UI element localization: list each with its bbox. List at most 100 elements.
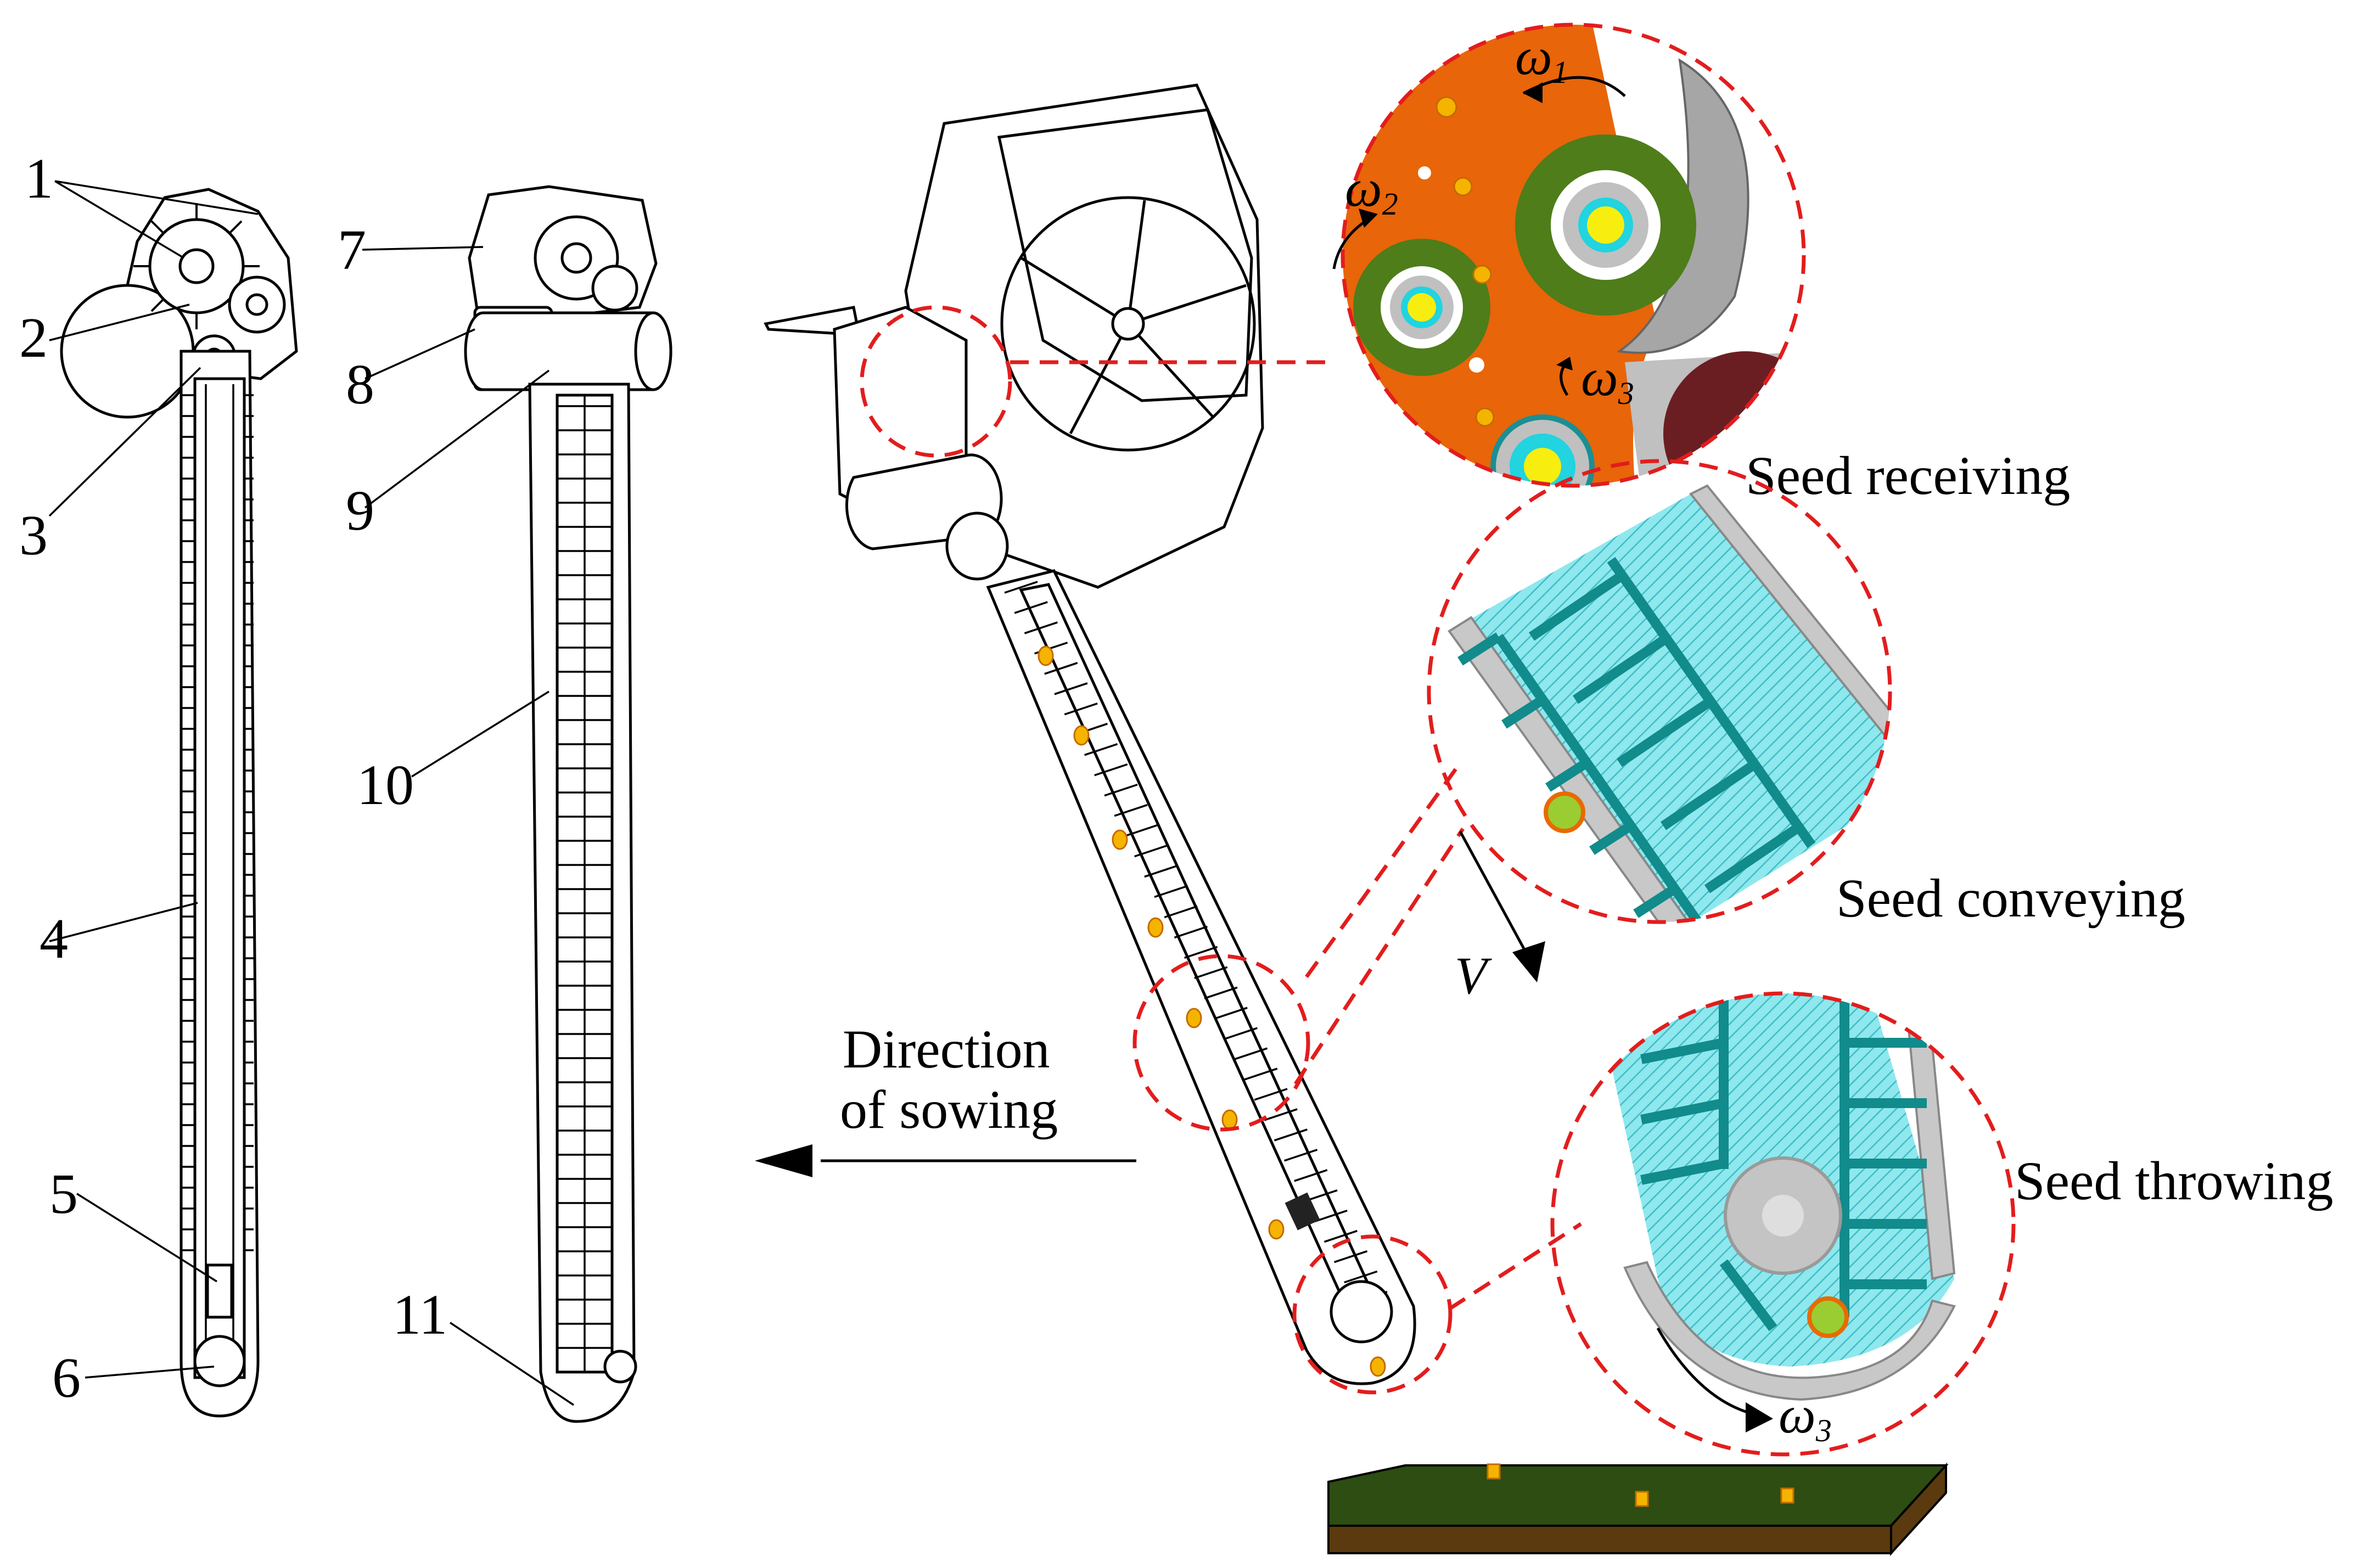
- callout-circle-receiving-small: [860, 305, 1012, 458]
- inset-seed-receiving: [1332, 23, 1806, 488]
- seed-in-belt: [1186, 1008, 1202, 1029]
- belt-rung: [1528, 569, 1628, 641]
- large-gear-hub: [178, 248, 215, 284]
- small-gear: [228, 276, 286, 334]
- belt-rung: [1640, 1038, 1725, 1064]
- throwing-belt-rungs: [1640, 993, 1927, 1331]
- label-11: 11: [392, 1283, 447, 1346]
- v-arrow-shaft: [1459, 830, 1530, 959]
- perspective-seeds: [1038, 645, 1386, 1377]
- soil-seed-2: [1635, 1491, 1649, 1507]
- label-9: 9: [346, 479, 374, 542]
- belt-rung: [1344, 1270, 1378, 1284]
- seed-in-belt: [1147, 917, 1164, 938]
- belt-rung: [1144, 864, 1178, 878]
- seed-box-front: [997, 108, 1253, 402]
- label-7: 7: [338, 218, 366, 282]
- v-label: V: [1455, 946, 1492, 1005]
- belt-rung: [1244, 1067, 1278, 1081]
- belt-rung: [1640, 1159, 1725, 1185]
- belt-rung: [1014, 601, 1048, 614]
- front-small-gear: [591, 265, 638, 312]
- belt-rung: [1104, 783, 1138, 797]
- label-5: 5: [49, 1162, 78, 1226]
- inset-seed-throwing: [1550, 991, 2016, 1457]
- belt-rung: [1640, 1098, 1725, 1125]
- label-8: 8: [346, 353, 374, 416]
- belt-rung: [1545, 758, 1589, 792]
- leader-lines-front: [362, 246, 574, 1406]
- belt-rung: [1633, 885, 1677, 918]
- belt-tensioner: [1285, 1192, 1320, 1230]
- seed-in-belt: [1268, 1219, 1285, 1240]
- belt-rung: [1174, 925, 1208, 938]
- belt-rung: [1719, 1259, 1777, 1331]
- belt-rung: [1134, 844, 1168, 858]
- belt-rung: [1334, 1250, 1368, 1263]
- belt-rung: [1457, 632, 1501, 666]
- perspective-bottom-roller: [1330, 1280, 1393, 1344]
- label-4: 4: [40, 907, 68, 970]
- belt-rung: [1274, 1128, 1308, 1142]
- belt-rung: [1660, 758, 1760, 830]
- throw-w3-arrowhead: [1746, 1402, 1773, 1432]
- belt-rung: [1704, 822, 1804, 893]
- belt-rung: [1572, 632, 1672, 704]
- soil-seed-3: [1780, 1487, 1794, 1504]
- belt-rung: [1254, 1088, 1288, 1101]
- belt-rung: [1154, 885, 1188, 898]
- seed-in-belt: [1112, 829, 1128, 850]
- seed-wheel-rim: [1000, 196, 1256, 452]
- caption-seed-conveying: Seed conveying: [1836, 868, 2185, 929]
- w1-arrowhead: [1523, 82, 1543, 103]
- label-10: 10: [357, 754, 414, 817]
- front-large-gear-hub: [560, 242, 592, 274]
- belt-paddles: [181, 394, 254, 1251]
- front-belt-cells: [557, 395, 612, 1372]
- belt-rung: [1004, 581, 1038, 594]
- perspective-view-assembly: [764, 83, 1416, 1385]
- throwing-circle: [1550, 991, 2016, 1457]
- belt-strip: [193, 377, 246, 1379]
- belt-rung: [1184, 946, 1218, 959]
- belt-rung: [1494, 633, 1706, 922]
- belt-rung: [1294, 1169, 1328, 1182]
- v-arrowhead: [1512, 941, 1545, 982]
- leader-lines-left: [48, 180, 259, 1379]
- belt-rung: [1323, 1230, 1358, 1243]
- belt-rung: [1224, 1027, 1258, 1040]
- front-view-assembly: [464, 185, 672, 1423]
- label-6: 6: [52, 1346, 81, 1409]
- label-1: 1: [25, 147, 53, 210]
- belt-rung: [1264, 1108, 1298, 1121]
- seed-in-belt: [1370, 1356, 1386, 1377]
- belt-rung: [1024, 621, 1058, 634]
- caption-seed-receiving: Seed receiving: [1746, 445, 2070, 506]
- drive-cylinder-end: [634, 311, 672, 391]
- conveying-circle: [1427, 459, 1892, 924]
- belt-rung: [1284, 1149, 1318, 1162]
- seed-in-belt: [1073, 725, 1090, 746]
- label-2: 2: [19, 306, 48, 369]
- inset-seed-conveying: [1427, 459, 1892, 982]
- seed-wheel-spokes: [1020, 200, 1247, 435]
- seed-in-belt: [1038, 645, 1054, 666]
- receiving-circle: [1341, 23, 1806, 488]
- belt-rung: [1084, 743, 1118, 756]
- belt-rung: [1164, 905, 1198, 919]
- direction-arrowhead: [755, 1144, 812, 1177]
- belt-rung: [1094, 763, 1128, 777]
- omega-3-label: ω3: [1581, 348, 1634, 411]
- belt-rung: [1114, 803, 1148, 817]
- belt-rung: [1501, 695, 1545, 729]
- soil-seed-1: [1487, 1463, 1501, 1480]
- label-3: 3: [19, 504, 48, 567]
- direction-label-line2: of sowing: [840, 1079, 1058, 1140]
- omega-2-label: ω2: [1345, 159, 1398, 222]
- belt-rung: [1044, 662, 1078, 675]
- soil-slab: [1327, 1462, 1949, 1556]
- omega-1-label: ω1: [1515, 27, 1568, 90]
- small-gear-hub: [245, 293, 268, 316]
